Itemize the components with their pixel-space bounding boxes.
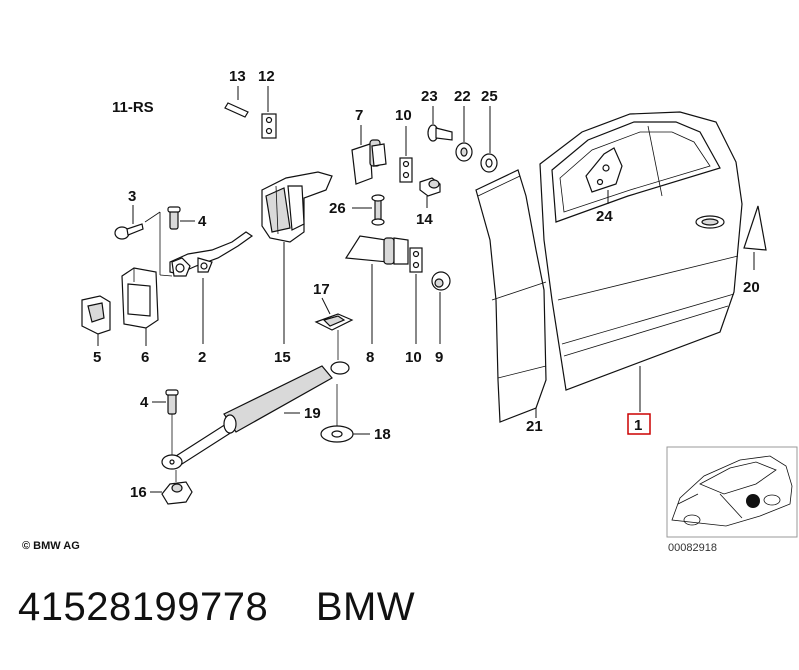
pin-part-13 bbox=[224, 102, 249, 118]
part-label-6: 6 bbox=[141, 349, 149, 366]
part-label-14: 14 bbox=[416, 211, 433, 228]
part-label-12: 12 bbox=[258, 68, 275, 85]
part-number: 41528199778 bbox=[18, 585, 269, 629]
part-label-2: 2 bbox=[198, 349, 206, 366]
footer: 41528199778 BMW bbox=[18, 585, 415, 630]
seal-part-21 bbox=[475, 169, 547, 423]
bracket-part-5 bbox=[81, 295, 111, 335]
washer-part-25 bbox=[480, 153, 498, 173]
part-label-8: 8 bbox=[366, 349, 374, 366]
part-label-13: 13 bbox=[229, 68, 246, 85]
part-label-5: 5 bbox=[93, 349, 101, 366]
guide-part-6 bbox=[121, 267, 159, 329]
part-label-18: 18 bbox=[374, 426, 391, 443]
part-label-19: 19 bbox=[304, 405, 321, 422]
part-label-7: 7 bbox=[355, 107, 363, 124]
highlight-box bbox=[627, 413, 651, 435]
brand-name: BMW bbox=[315, 585, 416, 629]
part-label-21: 21 bbox=[526, 418, 543, 435]
part-label-10-lower: 10 bbox=[405, 349, 422, 366]
part-label-17: 17 bbox=[313, 281, 330, 298]
hinge-part-8 bbox=[344, 235, 409, 265]
hinge-part-7 bbox=[351, 139, 387, 185]
part-label-20: 20 bbox=[743, 279, 760, 296]
part-label-4-upper: 4 bbox=[198, 213, 207, 230]
part-label-3: 3 bbox=[128, 188, 136, 205]
part-label-25: 25 bbox=[481, 88, 498, 105]
bolt-part-23 bbox=[427, 124, 453, 142]
part-label-4-lower: 4 bbox=[140, 394, 149, 411]
part-label-15: 15 bbox=[274, 349, 291, 366]
plate-part-10-lower bbox=[409, 247, 423, 273]
hinge-housing-part-15 bbox=[261, 171, 333, 243]
bolt-part-26 bbox=[371, 194, 385, 226]
part-label-26: 26 bbox=[329, 200, 346, 217]
bracket-part-16 bbox=[161, 481, 193, 505]
bushing-part-14 bbox=[419, 177, 441, 197]
bracket-part-24 bbox=[585, 147, 623, 193]
bolt-part-4-upper bbox=[167, 206, 181, 230]
door-shell-part-1[interactable] bbox=[539, 111, 743, 391]
vehicle-inset bbox=[666, 446, 798, 538]
copyright-notice: © BMW AG bbox=[22, 540, 80, 552]
position-marker-icon bbox=[746, 494, 760, 508]
image-reference: 00082918 bbox=[668, 542, 717, 554]
screw-part-3 bbox=[114, 223, 144, 240]
plate-part-10-upper bbox=[399, 157, 413, 183]
clip-part-17 bbox=[314, 313, 354, 331]
part-label-1: 1 bbox=[634, 417, 642, 434]
part-label-9: 9 bbox=[435, 349, 443, 366]
bolt-part-4-lower bbox=[165, 389, 179, 415]
group-label: 11-RS bbox=[112, 99, 154, 116]
part-label-23: 23 bbox=[421, 88, 438, 105]
washer-part-18 bbox=[320, 425, 354, 443]
part-label-22: 22 bbox=[454, 88, 471, 105]
gas-strut-part-19 bbox=[161, 361, 350, 470]
trim-part-20 bbox=[743, 205, 767, 251]
part-label-10-upper: 10 bbox=[395, 107, 412, 124]
bushing-part-9 bbox=[431, 271, 451, 291]
part-label-16: 16 bbox=[130, 484, 147, 501]
washer-part-22 bbox=[455, 142, 473, 162]
part-label-24: 24 bbox=[596, 208, 613, 225]
plate-part-12 bbox=[261, 113, 277, 139]
door-check-part-2 bbox=[144, 211, 254, 277]
